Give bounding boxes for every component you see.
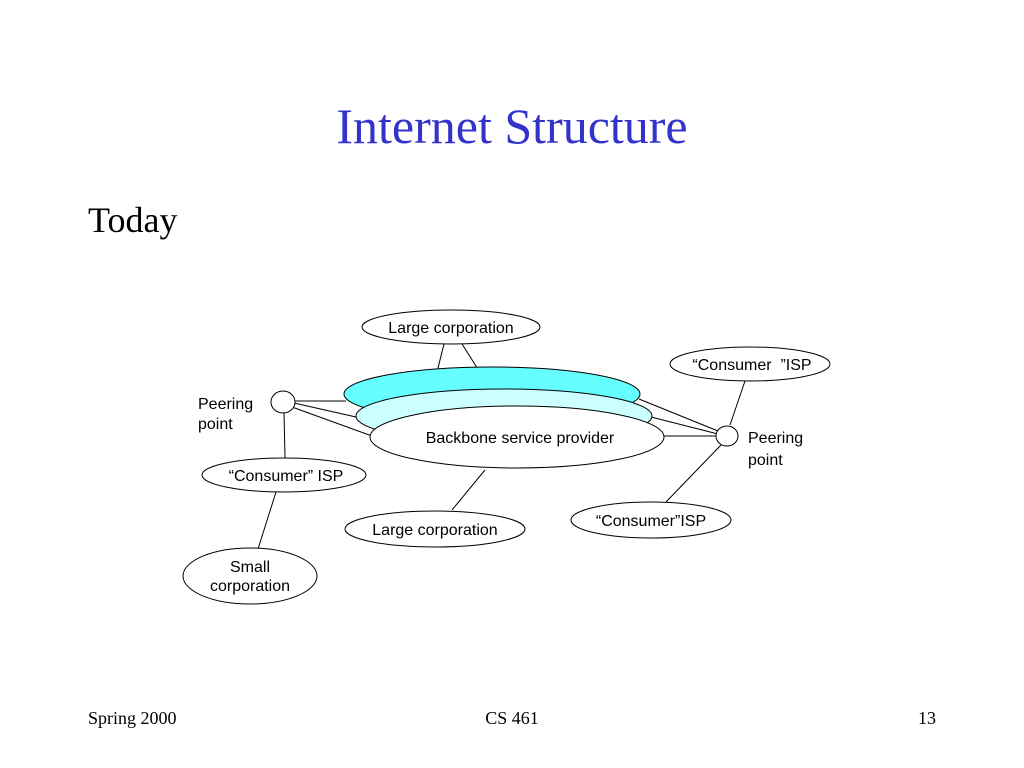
link-peering-right-to-consumer-isp-top (729, 380, 746, 426)
link-peering-left-to-consumer-isp (283, 411, 286, 459)
small-corporation-node (182, 547, 318, 605)
link-largecorp-top-to-backbone-a (436, 343, 445, 373)
consumer-isp-top-right-label: “Consumer ”ISP (692, 357, 811, 374)
link-backbone-to-largecorp-bottom (451, 469, 486, 511)
peering-point-left-label-line1: Peering (198, 396, 253, 413)
connection-lines (257, 343, 746, 550)
consumer-isp-bottom-right-label: “Consumer”ISP (596, 513, 706, 530)
large-corporation-bottom-label: Large corporation (372, 522, 497, 539)
footer-semester: Spring 2000 (88, 708, 177, 728)
link-consumer-isp-to-small-corp (257, 491, 277, 550)
link-backbone-top-to-peering-right (638, 398, 719, 432)
slide-bullet-today: Today (88, 200, 178, 240)
footer-course: CS 461 (485, 708, 539, 728)
large-corporation-top-label: Large corporation (388, 320, 513, 337)
peering-point-right-label-line2: point (748, 452, 783, 469)
link-peering-left-to-backbone-bottom (291, 406, 373, 437)
consumer-isp-top-right-node (669, 346, 831, 382)
large-corporation-bottom-node (344, 510, 526, 548)
link-peering-left-to-backbone-mid (293, 402, 357, 418)
large-corporation-top-node (361, 309, 541, 345)
link-backbone-mid-to-peering-right (650, 416, 719, 435)
link-peering-right-to-consumer-isp-bottom (665, 444, 722, 503)
slide-title: Internet Structure (336, 98, 688, 154)
peering-point-right-label-line1: Peering (748, 430, 803, 447)
peering-point-left-node (270, 390, 296, 414)
peering-point-right-node (715, 425, 739, 447)
consumer-isp-bottom-right-node (570, 501, 732, 539)
peering-point-left-label-line2: point (198, 416, 233, 433)
consumer-isp-left-node (201, 457, 367, 493)
backbone-service-provider-node (369, 405, 665, 469)
backbone-service-provider-label: Backbone service provider (426, 430, 615, 447)
small-corporation-label-line2: corporation (210, 578, 290, 595)
consumer-isp-left-label: “Consumer” ISP (229, 468, 344, 485)
small-corporation-label-line1: Small (230, 559, 270, 576)
footer-slide-number: 13 (918, 708, 936, 728)
